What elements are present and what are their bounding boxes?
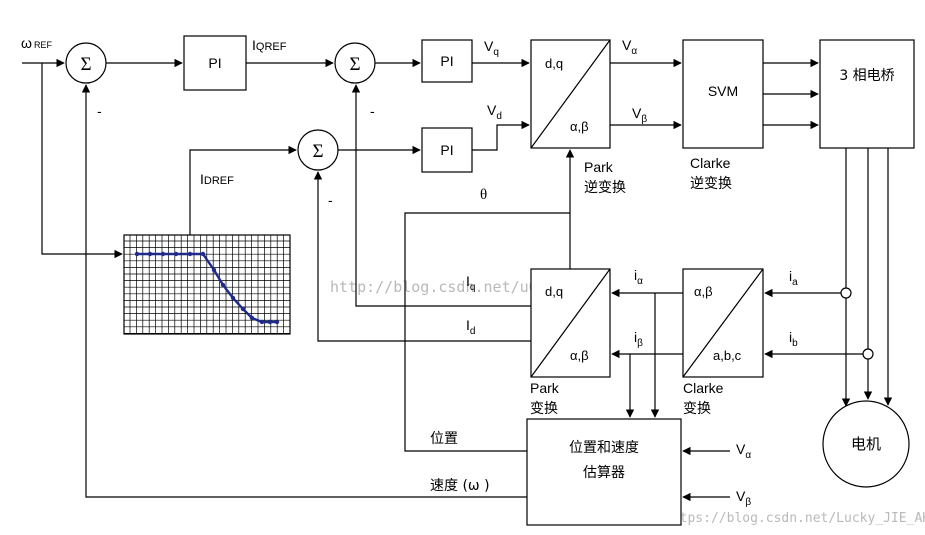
i-alpha-label: iα: [634, 267, 643, 287]
current-sensors: [840, 287, 874, 360]
vd-label: Vd: [487, 102, 502, 122]
position-label: 位置: [430, 431, 458, 447]
three-phase-bridge-block: [819, 39, 915, 149]
clarke-cn: 变换: [683, 400, 711, 417]
minus-iq: -: [370, 103, 375, 119]
wire-iq-feedback: [351, 84, 531, 307]
wires: [22, 58, 893, 502]
sensor-ia: [840, 287, 852, 299]
sensor-ib: [862, 348, 874, 360]
clarke-inverse-name: Clarke: [690, 155, 731, 171]
pi-speed-label: PI: [208, 55, 221, 71]
clarke-name: Clarke: [683, 380, 724, 396]
estimator-block: [526, 418, 682, 526]
park-top-label: d,q: [545, 284, 563, 299]
v-alpha-label: Vα: [622, 37, 637, 57]
clarke-inverse-cn: 逆变换: [690, 175, 732, 192]
lut-grid: [124, 235, 290, 334]
lut-curve-point: [134, 251, 140, 257]
park-inverse-name: Park: [584, 159, 614, 175]
park-inverse-cn: 逆变换: [584, 179, 626, 196]
clarke-diagonal: [682, 268, 764, 378]
wire-vd: [472, 120, 530, 151]
park-diagonal: [530, 268, 611, 378]
motor-circle: [822, 400, 910, 488]
pi-speed-block: [183, 35, 247, 91]
pi-iq-label: PI: [440, 53, 453, 69]
watermark-center: http://blog.csdn.net/u0171736: [330, 278, 592, 296]
lut-curve-point: [173, 251, 179, 257]
iqref-label: IQREF: [252, 37, 287, 53]
theta-label: θ: [480, 187, 487, 203]
svm-label: SVM: [708, 83, 738, 99]
bridge-label: 3 相电桥: [839, 68, 894, 84]
estimator-line1: 位置和速度: [569, 440, 639, 456]
lut-curve-point: [160, 251, 166, 257]
park-bottom-label: α,β: [570, 348, 589, 363]
clarke-top-label: α,β: [694, 284, 713, 299]
lut-curve-point: [220, 282, 226, 288]
wire-theta: [404, 212, 570, 452]
lut-curve-point: [240, 306, 246, 312]
lut-curve-point: [211, 267, 217, 273]
svm-block: [682, 39, 764, 149]
minus-speed: -: [97, 103, 102, 119]
wire-omega-to-lut: [41, 63, 123, 259]
lut-curve-point: [259, 319, 265, 325]
wire-id-feedback: [313, 171, 531, 342]
lut-curve-point: [230, 295, 236, 301]
lut-curve-point: [267, 319, 273, 325]
watermark-corner: https://blog.csdn.net/Lucky_JIE_AK: [664, 511, 925, 526]
pi-iq-block: [421, 39, 473, 83]
id-feedback-label: Id: [466, 317, 475, 337]
iq-feedback-label: Iq: [466, 273, 475, 293]
park-name: Park: [530, 380, 560, 396]
wire-speed-feedback: [81, 84, 527, 498]
minus-id: -: [328, 192, 333, 208]
motor-label: 电机: [851, 435, 881, 453]
sum-symbol-speed: Σ: [80, 54, 91, 75]
i-beta-label: iβ: [634, 329, 643, 349]
wire-idref: [189, 145, 297, 235]
clarke-bottom-label: a,b,c: [713, 348, 742, 363]
estimator-v-beta-label: Vβ: [736, 488, 751, 508]
lut-curve-points: [134, 251, 280, 325]
field-weakening-lut: [123, 234, 291, 335]
lut-curve-point: [274, 319, 280, 325]
estimator-line2: 估算器: [583, 465, 625, 481]
vq-label: Vq: [484, 38, 499, 58]
lut-curve-point: [249, 315, 255, 321]
lut-curve-point: [147, 251, 153, 257]
estimator-v-alpha-label: Vα: [736, 441, 751, 461]
v-beta-label: Vβ: [632, 105, 647, 125]
ib-label: ib: [789, 329, 798, 349]
inverse-park-diagonal: [530, 39, 611, 149]
inverse-park-bottom-label: α,β: [570, 119, 589, 134]
speed-label: 速度 (ω ): [430, 478, 490, 494]
idref-label: IDREF: [200, 171, 234, 187]
ia-label: ia: [789, 268, 798, 288]
transform-diagonals: [530, 39, 764, 378]
park-cn: 变换: [530, 400, 558, 417]
lut-curve-point: [187, 251, 193, 257]
sum-symbol-iq: Σ: [349, 54, 360, 75]
pi-id-label: PI: [440, 142, 453, 158]
inverse-park-top-label: d,q: [545, 56, 563, 71]
sum-symbol-id: Σ: [312, 141, 323, 162]
lut-curve-point: [200, 251, 206, 257]
